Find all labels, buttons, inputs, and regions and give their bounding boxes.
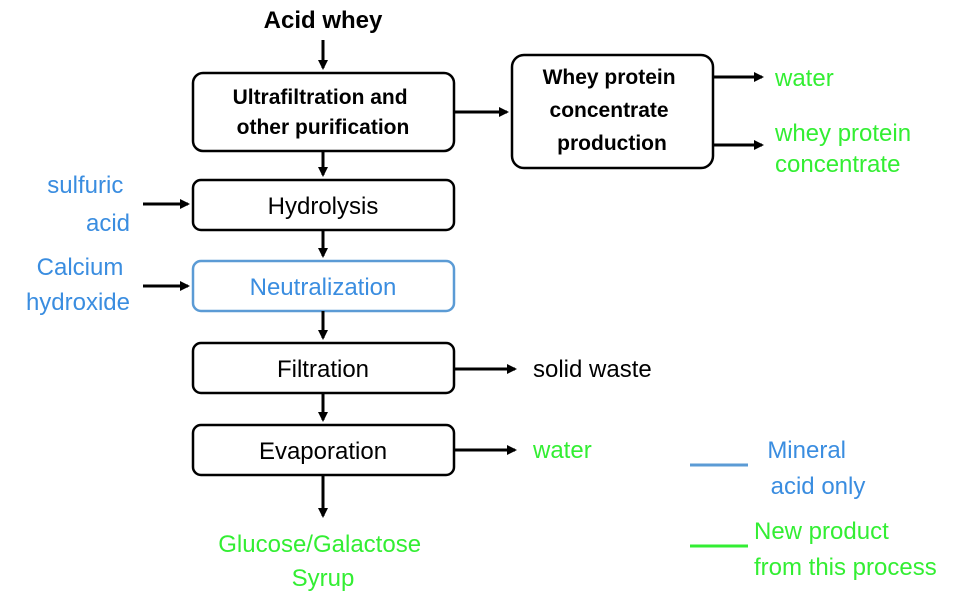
legend-new-product-label: New product from this process: [754, 518, 937, 581]
label-neutralization: Neutralization: [250, 274, 397, 301]
input-calcium-hydroxide: Calcium hydroxide: [26, 254, 130, 316]
output-wpc-water: water: [774, 65, 834, 92]
legend-mineral-acid-label: Mineral acid only: [767, 437, 865, 500]
label-whey-protein-production: Whey protein concentrate production: [543, 66, 682, 155]
label-hydrolysis: Hydrolysis: [268, 193, 379, 220]
output-solid-waste: solid waste: [533, 356, 652, 383]
output-evaporation-water: water: [532, 437, 592, 464]
box-whey-protein-production: [510, 53, 715, 170]
output-glucose-galactose-syrup: Glucose/Galactose Syrup: [218, 531, 427, 592]
box-ultrafiltration: [191, 71, 456, 153]
input-acid-whey: Acid whey: [264, 7, 383, 34]
label-evaporation: Evaporation: [259, 438, 387, 465]
output-whey-protein-concentrate: whey protein concentrate: [774, 120, 918, 178]
label-filtration: Filtration: [277, 356, 369, 383]
input-sulfuric-acid: sulfuric acid: [47, 172, 130, 237]
label-ultrafiltration: Ultrafiltration and other purification: [233, 86, 414, 139]
